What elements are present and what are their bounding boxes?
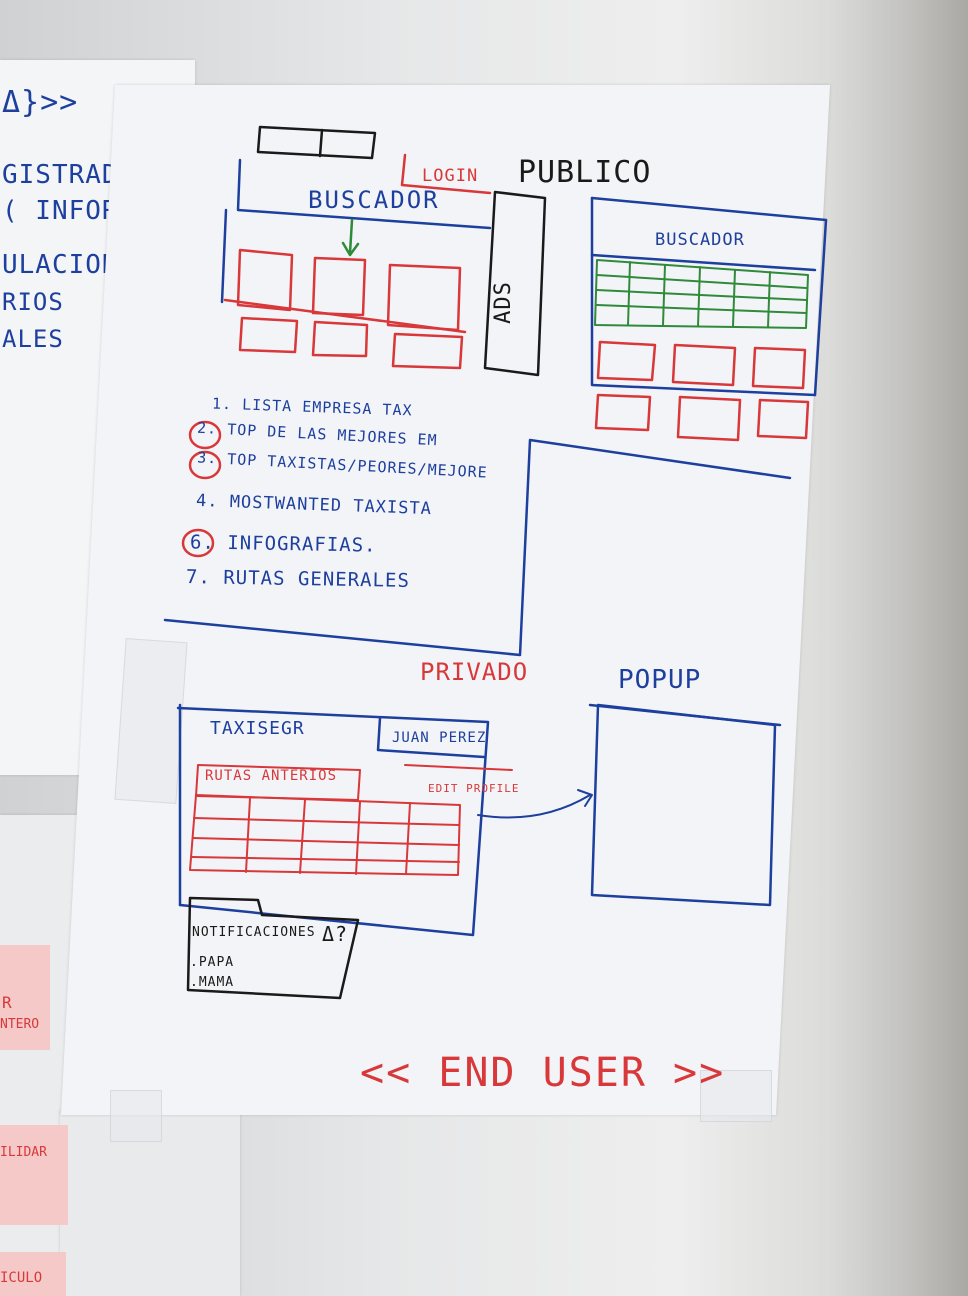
- list-item-5: 6. INFOGRAFIAS.: [189, 531, 377, 557]
- login-box: [400, 153, 492, 195]
- private-section-title: PRIVADO: [420, 658, 529, 686]
- public-private-divider: [163, 438, 792, 657]
- public-header-logo-box: [256, 125, 377, 160]
- left-line-5: RIOS: [2, 288, 64, 316]
- rutas-tab-label: RUTAS ANTERIOS: [205, 768, 338, 784]
- public-content-frame: [220, 208, 228, 304]
- notifications-box: [186, 896, 360, 1000]
- notification-item-1: .PAPA: [190, 955, 235, 970]
- rutas-table: [189, 764, 513, 876]
- sticky-note-1-text-b: NTERO: [0, 1017, 40, 1032]
- sticky-note-1: R NTERO: [0, 945, 50, 1050]
- sticky-note-3: ICULO: [0, 1252, 66, 1296]
- search-results-frame: [590, 196, 828, 397]
- notification-item-2: .MAMA: [190, 975, 235, 990]
- green-results-table: [594, 259, 809, 329]
- wall-shadow: [828, 0, 968, 1296]
- end-user-footer: << END USER >>: [360, 1050, 726, 1096]
- thumbnail-grid-right: [594, 340, 810, 442]
- edit-profile-label: EDIT PROFILE: [428, 782, 520, 795]
- notifications-icon: Δ?: [322, 922, 349, 946]
- thumbnail-grid-left: [223, 248, 467, 370]
- buscador-left-label: BUSCADOR: [308, 186, 440, 214]
- left-line-4: ULACION: [2, 250, 119, 280]
- tape-strip-3: [110, 1090, 162, 1142]
- left-line-1: Δ}>>: [2, 85, 79, 120]
- tape-strip-2: [700, 1070, 772, 1122]
- ads-banner: [483, 190, 547, 377]
- taxi-logo-label: TAXISEGR: [210, 718, 305, 739]
- popup-box: [588, 703, 782, 907]
- list-priority-circles: [181, 420, 222, 558]
- public-section-title: PUBLICO: [518, 155, 652, 190]
- sticky-note-3-text: ICULO: [0, 1270, 43, 1286]
- list-item-6: 7. RUTAS GENERALES: [185, 566, 411, 592]
- buscador-right-label: BUSCADOR: [655, 230, 745, 250]
- notifications-title: NOTIFICACIONES: [192, 925, 316, 940]
- private-page-frame: [176, 703, 490, 937]
- public-search-frame: [236, 158, 492, 230]
- sticky-note-2: ILIDAR: [0, 1125, 68, 1225]
- sticky-note-2-text: ILIDAR: [0, 1145, 47, 1160]
- sticky-note-1-text-a: R: [2, 993, 13, 1012]
- arrow-to-popup: [477, 789, 593, 819]
- ads-label: ADS: [490, 281, 516, 324]
- popup-title: POPUP: [618, 665, 702, 695]
- green-arrow: [341, 218, 360, 257]
- left-line-6: ALES: [2, 325, 64, 353]
- user-name-label: JUAN PEREZ: [392, 730, 487, 746]
- login-label: LOGIN: [422, 166, 479, 186]
